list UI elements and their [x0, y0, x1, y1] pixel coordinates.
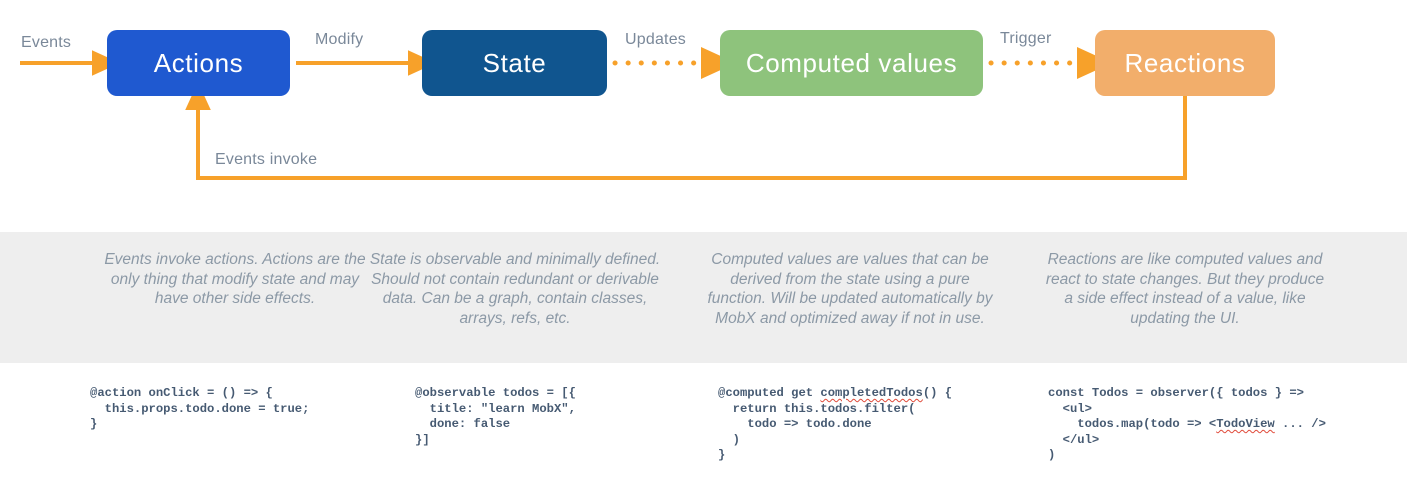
flow-node-state-label: State — [482, 47, 547, 78]
flow-node-state[interactable]: State — [422, 30, 607, 96]
edge-label-trigger: Trigger — [1000, 30, 1052, 47]
description-actions: Events invoke actions. Actions are the o… — [104, 251, 366, 308]
flow-node-computed-values[interactable]: Computed values — [720, 30, 983, 96]
arrow-reactions-to-actions-loop — [185, 82, 1187, 180]
flow-node-actions[interactable]: Actions — [107, 30, 290, 96]
flow-node-computed-values-label: Computed values — [745, 47, 958, 78]
code-snippet-action: @action onClick = () => { this.props.tod… — [90, 386, 310, 431]
description-computed: Computed values are values that can be d… — [707, 251, 993, 327]
code-snippet-observer: const Todos = observer({ todos } => <ul>… — [1048, 386, 1326, 462]
code-snippet-observable: @observable todos = [{ title: "learn Mob… — [415, 386, 576, 447]
edge-label-events-invoke: Events invoke — [215, 151, 318, 168]
flow-node-actions-label: Actions — [153, 47, 244, 78]
description-band — [0, 232, 1407, 363]
edge-label-updates: Updates — [625, 31, 686, 48]
edge-label-events: Events — [21, 34, 72, 51]
edge-label-modify: Modify — [315, 31, 364, 48]
description-reactions: Reactions are like computed values and r… — [1045, 251, 1325, 327]
flow-node-reactions[interactable]: Reactions — [1095, 30, 1275, 96]
code-snippet-computed: @computed get completedTodos() { return … — [718, 386, 953, 462]
flow-node-reactions-label: Reactions — [1124, 47, 1246, 78]
description-state: State is observable and minimally define… — [369, 251, 661, 327]
